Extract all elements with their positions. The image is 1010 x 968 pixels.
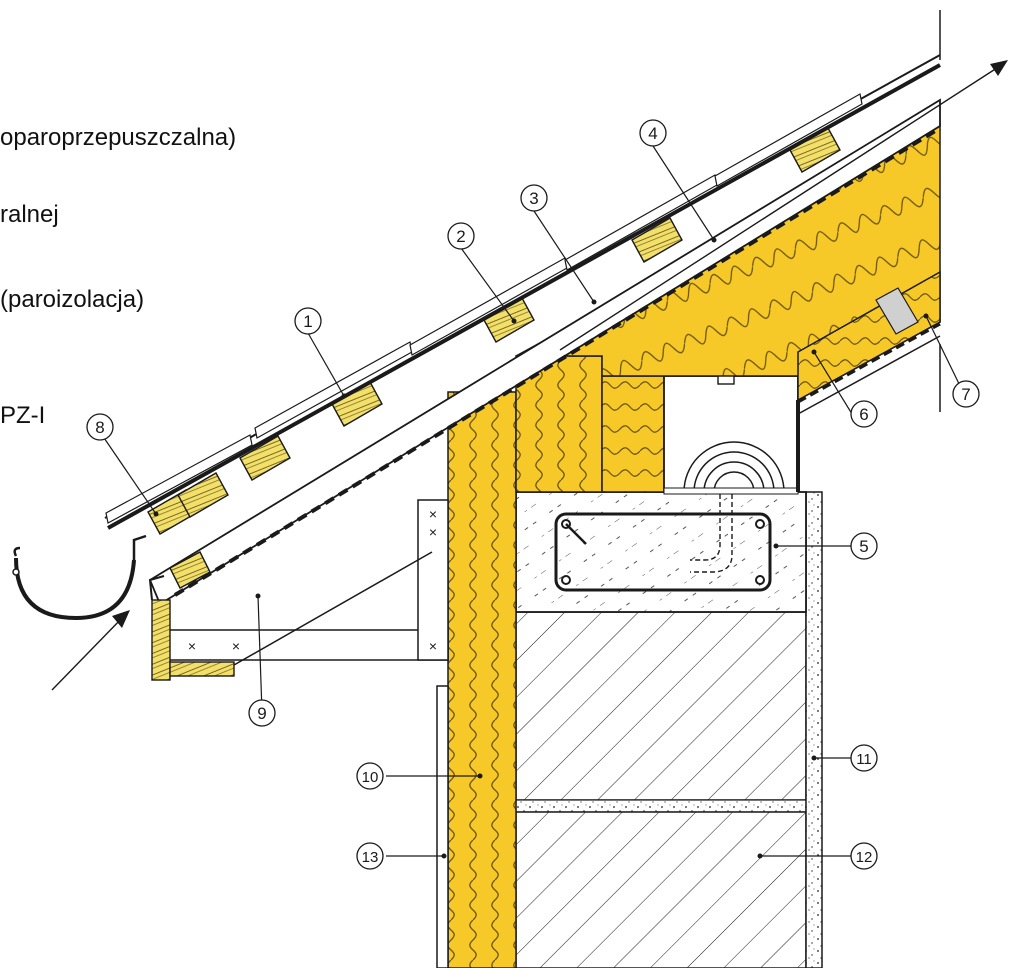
svg-text:×: × (232, 638, 240, 654)
roof-covering (104, 54, 941, 530)
membrane (173, 126, 942, 597)
gutter (14, 557, 136, 621)
mortar-joint (515, 799, 807, 813)
rafter (148, 98, 941, 606)
callout-circle-2 (447, 222, 475, 250)
callout-label-1: 1 (303, 312, 312, 331)
callout-label-13: 13 (362, 849, 379, 866)
callout-label-9: 9 (257, 704, 266, 723)
callout-circle-5 (850, 532, 878, 560)
legend-line-2: ralnej (0, 201, 59, 228)
callout-label-8: 8 (95, 418, 104, 437)
callout-circle-12 (850, 842, 878, 870)
callout-circle-4 (639, 119, 667, 147)
svg-text:×: × (429, 524, 437, 540)
callout-label-10: 10 (362, 769, 379, 786)
fascia-board (151, 599, 171, 681)
callout-circle-1 (294, 307, 322, 335)
inner-plaster (805, 491, 823, 968)
callout-circle-6 (850, 400, 878, 428)
legend-line-1: oparoprzepuszczalna) (0, 124, 237, 151)
callout-circle-9 (248, 699, 276, 727)
legend-line-4: PZ-I (0, 402, 46, 429)
callout-label-6: 6 (859, 405, 868, 424)
reinforcement-cage (554, 512, 772, 592)
brick-wall-lower (515, 811, 807, 968)
facade-finish (436, 685, 449, 968)
svg-text:×: × (188, 638, 196, 654)
callout-label-3: 3 (529, 189, 538, 208)
callout-label-11: 11 (856, 751, 872, 768)
callout-label-2: 2 (456, 227, 465, 246)
callout-circle-3 (520, 184, 548, 212)
wall-plate (663, 375, 799, 493)
callout-label-7: 7 (961, 385, 970, 404)
callout-circle-7 (952, 380, 980, 408)
svg-text:×: × (429, 638, 437, 654)
callout-circle-13 (356, 842, 384, 870)
callout-circle-10 (356, 762, 384, 790)
brick-wall-upper (515, 611, 807, 801)
callout-circle-8 (86, 413, 114, 441)
callout-circle-11 (850, 744, 878, 772)
ring-beam (515, 491, 807, 613)
callout-label-4: 4 (648, 124, 657, 143)
insulation-block-mid (601, 375, 665, 493)
soffit-joist (167, 629, 449, 661)
wall-insulation (447, 391, 517, 968)
support-post (417, 499, 449, 661)
callout-label-5: 5 (859, 537, 868, 556)
svg-text:×: × (429, 506, 437, 522)
callout-label-12: 12 (856, 849, 873, 866)
legend-line-3: (paroizolacja) (0, 286, 145, 313)
